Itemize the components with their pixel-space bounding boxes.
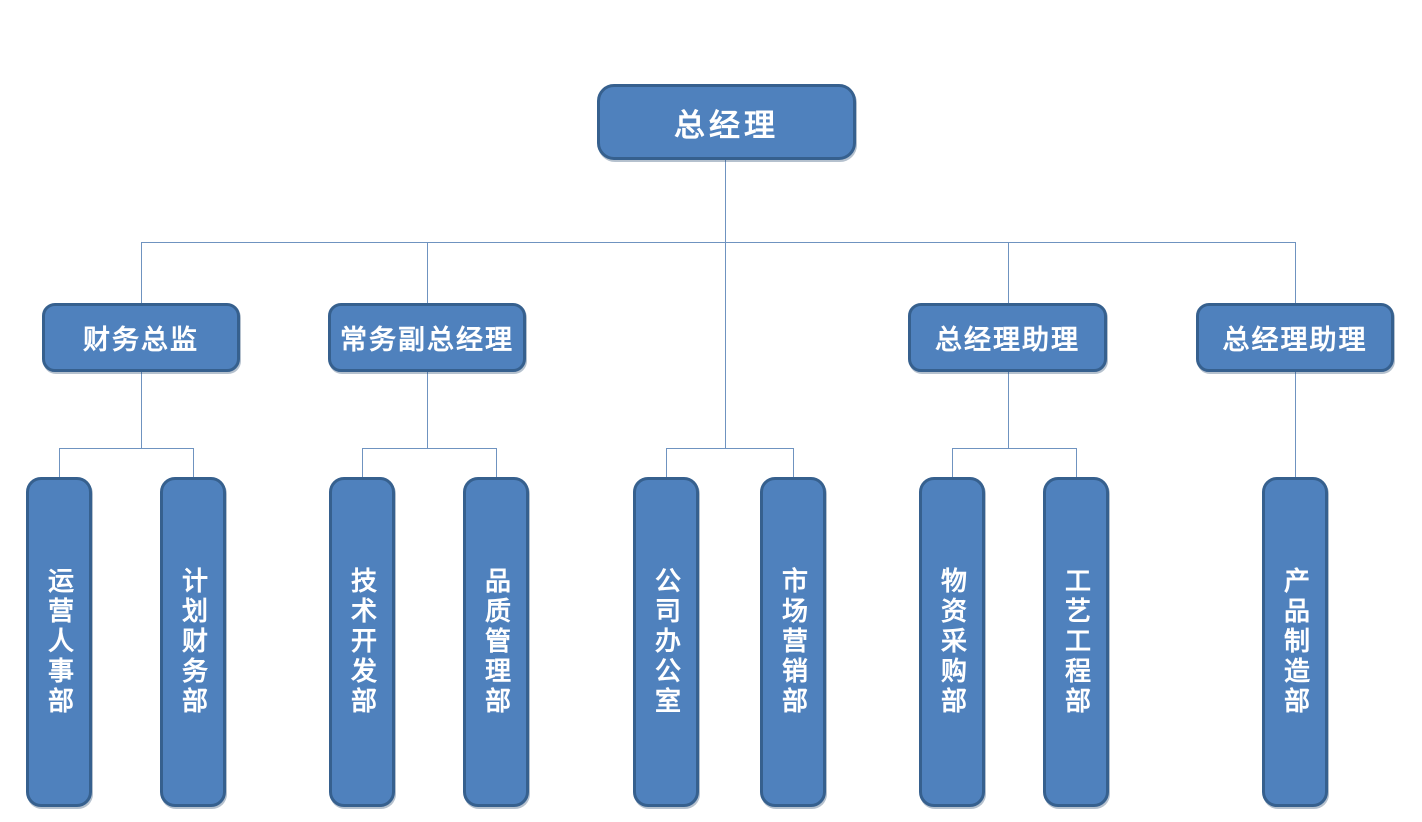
connector-drop-gm-assistant-2 (1295, 242, 1296, 303)
connector-group-finance-horizontal (59, 448, 193, 449)
org-node-general-manager[interactable]: 总经理 (597, 84, 856, 160)
org-node-dept-materials-procurement[interactable]: 物资采购部 (919, 477, 985, 807)
connector-drop-dept-3 (496, 448, 497, 477)
org-node-dept-quality-management[interactable]: 品质管理部 (463, 477, 529, 807)
connector-group-deputy-horizontal (362, 448, 496, 449)
connector-drop-dept-1 (193, 448, 194, 477)
org-node-dept-product-manufacturing[interactable]: 产品制造部 (1262, 477, 1328, 807)
org-node-dept-planning-finance[interactable]: 计划财务部 (160, 477, 226, 807)
org-node-finance-director[interactable]: 财务总监 (42, 303, 240, 372)
org-node-gm-assistant-1[interactable]: 总经理助理 (908, 303, 1107, 372)
connector-group-assistant1-horizontal (952, 448, 1076, 449)
connector-main-horizontal (141, 242, 1295, 243)
connector-drop-finance-director (141, 242, 142, 303)
connector-drop-dept-6 (952, 448, 953, 477)
connector-drop-dept-2 (362, 448, 363, 477)
connector-finance-director-down (141, 372, 142, 448)
org-node-dept-tech-development[interactable]: 技术开发部 (329, 477, 395, 807)
connector-drop-gm-assistant-1 (1008, 242, 1009, 303)
connector-group-center-horizontal (666, 448, 793, 449)
connector-drop-dept-5 (793, 448, 794, 477)
org-node-dept-operations-hr[interactable]: 运营人事部 (26, 477, 92, 807)
connector-root-trunk (725, 160, 726, 448)
connector-drop-dept-0 (59, 448, 60, 477)
connector-deputy-gm-down (427, 372, 428, 448)
connector-drop-dept-4 (666, 448, 667, 477)
connector-drop-dept-7 (1076, 448, 1077, 477)
connector-gm-assistant-1-down (1008, 372, 1009, 448)
connector-gm-assistant-2-to-dept (1295, 372, 1296, 477)
org-node-dept-marketing[interactable]: 市场营销部 (760, 477, 826, 807)
org-node-dept-company-office[interactable]: 公司办公室 (633, 477, 699, 807)
org-node-gm-assistant-2[interactable]: 总经理助理 (1196, 303, 1394, 372)
org-node-dept-process-engineering[interactable]: 工艺工程部 (1043, 477, 1109, 807)
org-node-executive-deputy-gm[interactable]: 常务副总经理 (328, 303, 526, 372)
connector-drop-deputy-gm (427, 242, 428, 303)
